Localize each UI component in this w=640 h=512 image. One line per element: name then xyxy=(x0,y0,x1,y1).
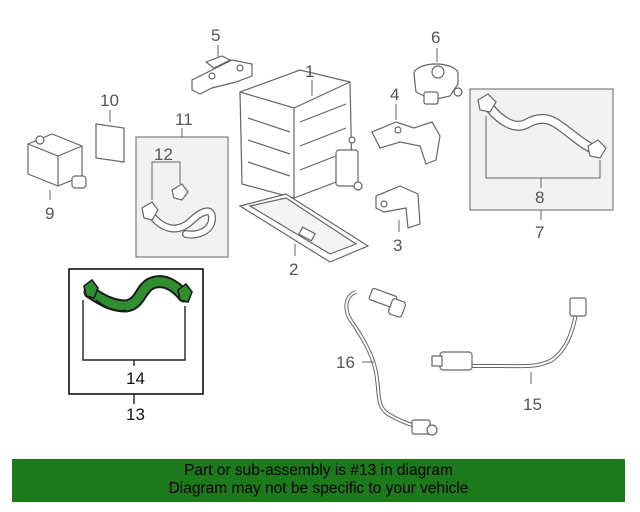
callout-5: 5 xyxy=(211,26,220,45)
part-8-hose[interactable] xyxy=(477,93,607,159)
part-10-label[interactable] xyxy=(95,123,125,163)
callout-13: 13 xyxy=(126,405,145,424)
banner-line-2: Diagram may not be specific to your vehi… xyxy=(168,480,469,497)
banner-line-1: Part or sub-assembly is #13 in diagram xyxy=(184,462,453,479)
callout-3: 3 xyxy=(393,236,402,255)
part-6-purge-valve[interactable] xyxy=(413,63,463,105)
part-16-oxygen-sensor[interactable] xyxy=(344,287,438,436)
callout-12: 12 xyxy=(154,145,173,164)
part-3-bracket[interactable] xyxy=(375,185,421,229)
callout-10: 10 xyxy=(100,91,119,110)
callout-2: 2 xyxy=(289,260,298,279)
callout-1: 1 xyxy=(305,62,314,81)
part-1-charcoal-canister[interactable] xyxy=(239,69,363,199)
callout-9: 9 xyxy=(45,204,54,223)
part-12-hose[interactable] xyxy=(141,183,217,239)
part-9-filter[interactable] xyxy=(27,133,87,189)
part-14-hose-highlighted[interactable] xyxy=(83,275,193,313)
part-4-bracket[interactable] xyxy=(371,121,441,165)
part-5-bracket[interactable] xyxy=(191,55,253,95)
part-15-oxygen-sensor[interactable] xyxy=(431,297,587,371)
callout-6: 6 xyxy=(431,28,440,47)
callout-11: 11 xyxy=(175,110,193,129)
callout-16: 16 xyxy=(336,353,355,372)
callout-14: 14 xyxy=(126,369,145,388)
callout-4: 4 xyxy=(390,85,399,104)
part-2-shield[interactable] xyxy=(238,193,370,263)
callout-7: 7 xyxy=(535,223,544,242)
callout-8: 8 xyxy=(535,188,544,207)
callout-15: 15 xyxy=(523,395,542,414)
info-banner: Part or sub-assembly is #13 in diagram D… xyxy=(12,459,625,502)
